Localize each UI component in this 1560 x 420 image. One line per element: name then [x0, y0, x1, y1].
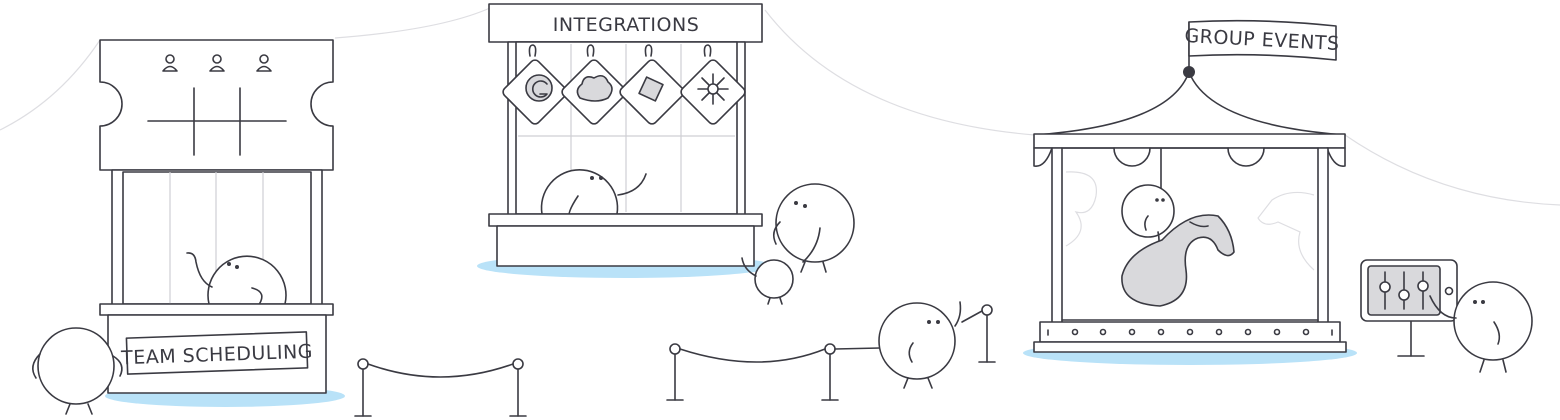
- carousel-lights: [1047, 328, 1333, 336]
- visitor-left: [32, 327, 123, 415]
- visitor-pair: [741, 183, 855, 305]
- rope-barrier-1: [354, 358, 527, 417]
- team-scheduling-booth: TEAM SCHEDULING: [99, 39, 345, 407]
- tag-icon: [619, 44, 685, 125]
- sliders-icon: [1379, 271, 1429, 310]
- booth-attendant: [186, 252, 287, 307]
- g-icon: [502, 44, 568, 125]
- group-events-carousel: GROUP EVENTS: [1023, 19, 1357, 365]
- rope-barrier-2: [666, 304, 996, 401]
- calendar-grid-icon: [147, 87, 287, 156]
- visitor-right: [1429, 281, 1533, 373]
- integrations-booth: INTEGRATIONS: [477, 3, 773, 278]
- visitor-center: [878, 301, 962, 389]
- person-icons: [162, 54, 272, 72]
- background-bunting: [0, 7, 1560, 206]
- cloud-icon: [561, 44, 627, 125]
- settings-kiosk: [1360, 259, 1458, 357]
- horse-shape: [1121, 214, 1235, 307]
- gear-icon: [680, 44, 746, 125]
- group-events-flag: [1188, 19, 1337, 61]
- carousel-rider: [1121, 184, 1235, 307]
- integration-tags: [502, 44, 746, 125]
- integrations-label: INTEGRATIONS: [553, 14, 700, 36]
- team-scheduling-sign: TEAM SCHEDULING: [120, 331, 313, 375]
